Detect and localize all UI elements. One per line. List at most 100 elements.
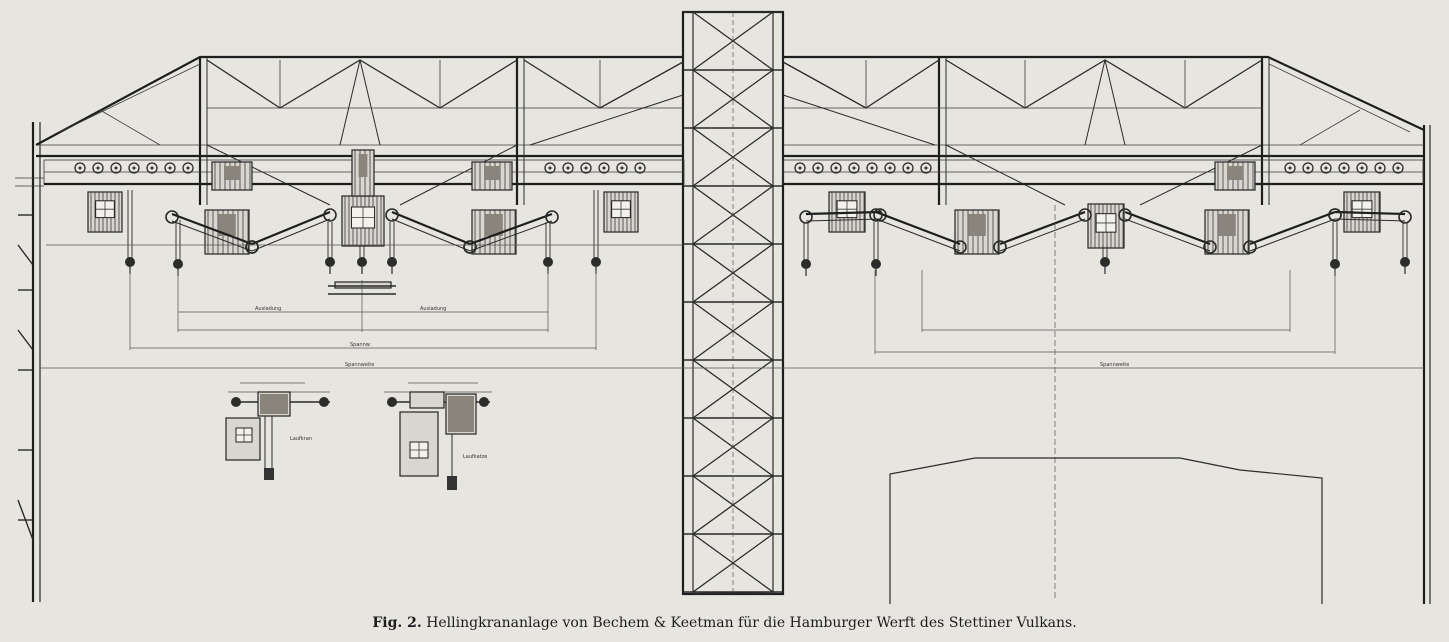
gear-wheel <box>598 162 610 174</box>
jib-arm <box>251 210 331 246</box>
jib-arm <box>1334 210 1406 216</box>
sheave-wheel <box>1398 210 1412 224</box>
span-dimension-line: Spannweite Spannweite <box>40 362 1424 369</box>
right-dimension-lines <box>874 205 1336 600</box>
gear-wheel <box>1284 162 1296 174</box>
crane-machinery <box>74 149 1412 289</box>
operator-cabin <box>341 195 385 247</box>
gear-wheel <box>794 162 806 174</box>
gear-wheel <box>812 162 824 174</box>
trolley-block <box>204 209 250 255</box>
operator-cabin <box>603 191 639 233</box>
gear-wheel <box>110 162 122 174</box>
gear-wheel <box>634 162 646 174</box>
crane-hook <box>871 222 881 276</box>
crane-hook <box>1400 222 1410 274</box>
sheave-wheel <box>1243 240 1257 254</box>
crane-hook <box>801 222 811 276</box>
svg-text:Spannweite: Spannweite <box>1100 362 1129 368</box>
gear-wheel <box>1320 162 1332 174</box>
sheave-wheel <box>953 240 967 254</box>
trolley-block <box>351 149 375 197</box>
jib-arm <box>999 210 1086 246</box>
gear-wheel <box>1392 162 1404 174</box>
inset-laufkran: Laufkran <box>225 382 330 480</box>
gear-wheel <box>1356 162 1368 174</box>
crane-hook <box>325 222 335 274</box>
sheave-wheel <box>245 240 259 254</box>
trolley-block <box>471 161 513 191</box>
gear-wheel <box>1374 162 1386 174</box>
svg-text:Spannw.: Spannw. <box>350 342 371 348</box>
sheave-wheel <box>1328 208 1342 222</box>
gear-wheel <box>920 162 932 174</box>
jib-arm <box>1249 210 1336 246</box>
figure-caption-text: Hellingkrananlage von Bechem & Keetman f… <box>426 615 1077 631</box>
gear-wheel <box>902 162 914 174</box>
right-crane-bridge <box>782 159 1424 186</box>
crane-hook <box>357 246 367 274</box>
jib-arm <box>875 210 961 246</box>
trolley-block <box>471 209 517 255</box>
gear-wheel <box>580 162 592 174</box>
sheave-wheel <box>1203 240 1217 254</box>
central-lattice-tower <box>681 10 785 596</box>
gear-wheel <box>544 162 556 174</box>
gear-wheel <box>616 162 628 174</box>
sheave-wheel <box>165 210 179 224</box>
jib-arm <box>805 210 881 216</box>
crane-hook <box>591 190 601 274</box>
jib-arm <box>171 212 253 246</box>
gear-wheel <box>182 162 194 174</box>
jib-arm <box>469 212 553 246</box>
svg-text:Ausladung: Ausladung <box>255 306 281 312</box>
gear-wheel <box>92 162 104 174</box>
crane-hook <box>1100 246 1110 274</box>
sheave-wheel <box>869 208 883 222</box>
sheave-wheel <box>385 208 399 222</box>
operator-cabin <box>87 191 123 233</box>
figure-caption: Fig. 2. Hellingkrananlage von Bechem & K… <box>0 615 1449 631</box>
trolley-block <box>211 161 253 191</box>
sheave-wheel <box>463 240 477 254</box>
gear-wheel <box>146 162 158 174</box>
sheave-wheel <box>799 210 813 224</box>
left-dimension-lines: Ausladung Ausladung Spannw. <box>46 244 683 350</box>
left-outer-column <box>17 122 41 602</box>
laufkran-label: Laufkran <box>290 436 312 442</box>
crane-hook <box>387 222 397 274</box>
crane-hook <box>125 190 135 274</box>
sheave-wheel <box>545 210 559 224</box>
inset-laufkatze: Laufkatze <box>384 382 492 490</box>
laufkatze-label: Laufkatze <box>463 454 487 460</box>
gear-wheel <box>74 162 86 174</box>
right-roof-truss <box>782 55 1425 206</box>
gear-wheel <box>830 162 842 174</box>
sheave-wheel <box>1118 208 1132 222</box>
gear-wheel <box>164 162 176 174</box>
gear-wheel <box>884 162 896 174</box>
right-outer-column <box>1422 125 1431 604</box>
trolley-block <box>1204 209 1250 255</box>
figure-number: Fig. 2. <box>372 615 422 631</box>
operator-cabin <box>1087 203 1125 249</box>
gear-wheel <box>866 162 878 174</box>
sheave-wheel <box>323 208 337 222</box>
gear-wheel <box>128 162 140 174</box>
sheave-wheel <box>1078 208 1092 222</box>
svg-text:Spannweite: Spannweite <box>345 362 374 368</box>
trolley-block <box>954 209 1000 255</box>
trolley-block <box>1214 161 1256 191</box>
crane-hook <box>173 220 183 276</box>
jib-arm <box>1124 210 1211 246</box>
ship-hull-outline <box>889 457 1323 604</box>
left-roof-truss <box>35 55 684 206</box>
sheave-wheel <box>993 240 1007 254</box>
jib-arm <box>391 210 471 246</box>
gear-wheel <box>562 162 574 174</box>
gear-wheel <box>1338 162 1350 174</box>
crane-hook <box>543 222 553 274</box>
svg-text:Ausladung: Ausladung <box>420 306 446 312</box>
lifting-beam <box>334 281 392 289</box>
crane-installation-drawing: Ausladung Ausladung Spannw. Spannweite S… <box>15 10 1431 604</box>
